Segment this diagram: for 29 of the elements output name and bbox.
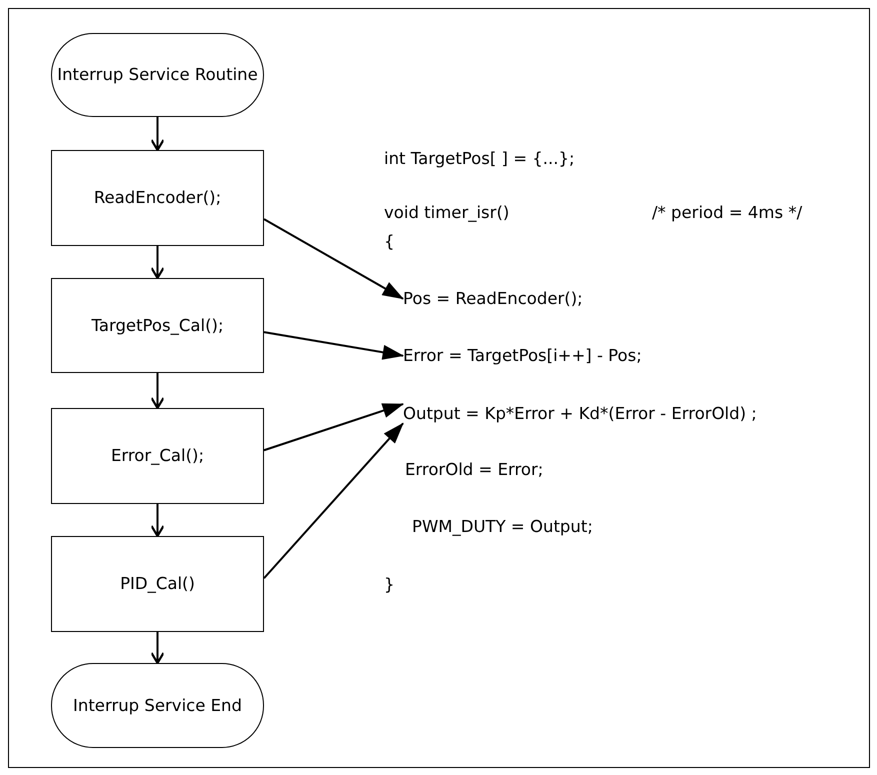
node-label: Interrup Service End — [73, 694, 242, 716]
node-label: TargetPos_Cal(); — [92, 314, 224, 336]
node-label: PID_Cal() — [120, 573, 195, 595]
arrow — [264, 331, 404, 360]
arrow — [263, 422, 404, 579]
code-text: PWM_DUTY = Output; — [412, 516, 593, 538]
arrow — [150, 117, 165, 152]
code-text: /* period = 4ms */ — [652, 202, 802, 224]
node-label: Error_Cal(); — [110, 445, 204, 467]
code-line: Pos = ReadEncoder(); — [403, 288, 583, 310]
arrow — [150, 373, 165, 410]
code-text: ErrorOld = Error; — [405, 459, 544, 480]
arrow — [150, 504, 165, 538]
code-line: Error = TargetPos[i++] - Pos; — [403, 345, 642, 366]
node-label: ReadEncoder(); — [94, 187, 222, 209]
node-label: Interrup Service Routine — [57, 64, 258, 86]
process-box — [51, 278, 264, 373]
arrow — [264, 218, 404, 300]
code-text: } — [384, 574, 394, 596]
process-box — [51, 150, 264, 246]
code-text: int TargetPos[ ] = {...}; — [384, 148, 575, 170]
code-text: void timer_isr() — [384, 202, 510, 224]
arrow — [150, 246, 165, 280]
code-text: { — [384, 231, 394, 252]
code-line: Output = Kp*Error + Kd*(Error - ErrorOld) ; — [403, 403, 757, 424]
process-box — [51, 536, 264, 632]
arrow — [150, 632, 165, 664]
arrow — [264, 403, 404, 452]
process-box — [51, 408, 264, 504]
